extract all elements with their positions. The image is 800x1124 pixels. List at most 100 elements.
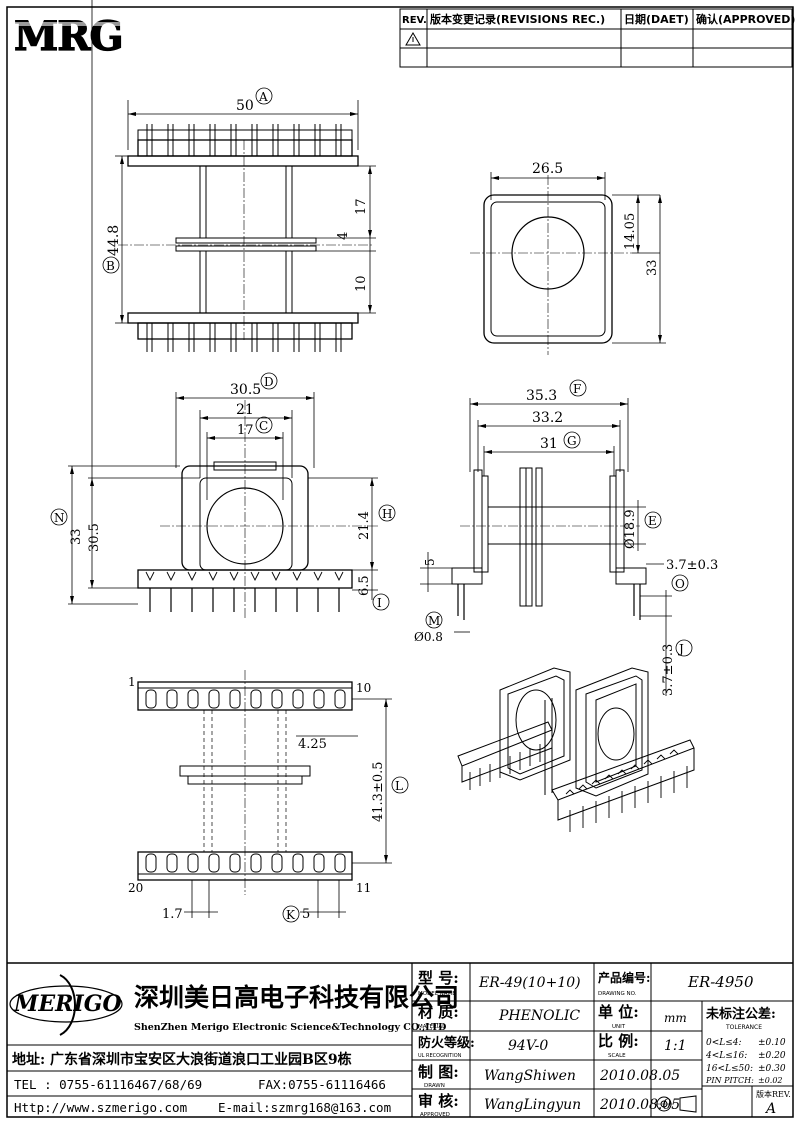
dim-4-25: 4.25: [298, 737, 327, 752]
callout-i: [372, 593, 390, 611]
label-j: J: [677, 642, 684, 656]
merigo-logo: MERIGO: [9, 974, 123, 1036]
callout-n: [50, 508, 68, 526]
dim-33-front: 33: [69, 528, 84, 545]
top-pins-upper: [137, 124, 353, 157]
dim-4: 4: [336, 232, 351, 240]
isometric-view: [457, 667, 695, 832]
version-value: A: [764, 1101, 776, 1117]
dim-14-05: 14.05: [623, 213, 638, 250]
dim-height-44-8: 44.8: [106, 225, 122, 256]
company-address: 地址: 广东省深圳市宝安区大浪街道浪口工业园B区9栋: [12, 1051, 352, 1068]
revision-warning-icon: [405, 32, 421, 46]
company-email: E-mail:szmrg168@163.com: [218, 1100, 391, 1115]
dim-3-7-j: 3.7±0.3: [661, 644, 676, 696]
dim-21: 21: [236, 402, 254, 418]
dim-41-3: 41.3±0.5: [371, 761, 386, 822]
logo-text: MRG: [14, 13, 123, 60]
approved-value: WangLingyun: [484, 1097, 581, 1113]
tolerance-range-4: PIN PITCH:: [705, 1076, 754, 1085]
label-f: F: [573, 382, 581, 396]
mrg-logo: MRG: [12, 12, 138, 61]
version-label: 版本REV.: [756, 1089, 791, 1099]
sheet-border: [6, 6, 794, 1118]
label-k: K: [286, 908, 296, 922]
pin-1-label: 1: [128, 675, 136, 689]
callout-j: [675, 639, 693, 657]
drawn-sublabel: DRAWN: [424, 1083, 445, 1089]
callout-a: [255, 87, 273, 105]
callout-m: [425, 611, 443, 629]
pin-20-label: 20: [128, 881, 143, 895]
label-o: O: [675, 577, 685, 591]
tolerance-value-2: ±0.20: [758, 1051, 786, 1061]
drawing-no-sublabel: DRAWING NO.: [598, 991, 637, 997]
tolerance-range-1: 0<L≤4:: [706, 1038, 742, 1048]
scale-sublabel: SCALE: [608, 1053, 626, 1059]
label-b: B: [106, 259, 115, 273]
company-fax: FAX:0755-61116466: [258, 1077, 386, 1092]
approved-header: 确认(APPROVED): [696, 12, 795, 26]
callout-c: [255, 416, 273, 434]
projection-symbol-icon: [654, 1095, 697, 1113]
dim-3-7-o: 3.7±0.3: [666, 558, 718, 573]
dim-33-side: 33: [645, 259, 660, 276]
dim-5-section: 5: [423, 558, 437, 566]
dim-33-2: 33.2: [532, 410, 563, 426]
dim-6-5: 6.5: [357, 575, 372, 596]
tolerance-value-3: ±0.30: [758, 1064, 786, 1074]
callout-k: [282, 905, 300, 923]
company-name-cn: 深圳美日高电子科技有限公司: [134, 983, 459, 1012]
label-g: G: [567, 434, 577, 448]
company-name-en: ShenZhen Merigo Electronic Science&Techn…: [134, 1022, 446, 1033]
tolerance-title: 未标注公差:: [705, 1006, 776, 1022]
rev-header: REV.: [402, 15, 427, 26]
dim-1-7: 1.7: [162, 907, 183, 922]
approved-label: 审 核:: [418, 1092, 459, 1110]
drawn-date: 2010.08.05: [599, 1068, 680, 1084]
pin-10-label: 10: [356, 681, 371, 695]
company-web: Http://www.szmerigo.com: [14, 1100, 187, 1115]
dim-30-5-top: 30.5: [230, 382, 261, 398]
callout-e: [644, 511, 662, 529]
tolerance-value-1: ±0.10: [758, 1038, 786, 1048]
unit-label: 单 位:: [598, 1003, 639, 1021]
callout-g: [563, 431, 581, 449]
flame-label: 防火等级:: [418, 1035, 475, 1051]
drawn-label: 制 图:: [418, 1063, 459, 1081]
model-value: ER-49(10+10): [478, 975, 581, 991]
callout-l: [391, 776, 409, 794]
callout-f: [569, 379, 587, 397]
dim-dia-18-9: Ø18.9: [623, 509, 638, 549]
dim-31: 31: [540, 436, 558, 452]
flame-sublabel: UL RECOGNITION: [418, 1053, 462, 1059]
top-view: 50 A 44.8 B 17 4 10: [102, 87, 376, 352]
revision-record-header: 版本变更记录(REVISIONS REC.): [430, 12, 605, 26]
unit-sublabel: UNIT: [612, 1024, 626, 1030]
material-sublabel: MATERIAL: [418, 1024, 446, 1030]
callout-h: [378, 504, 396, 522]
dim-21-4: 21.4: [357, 511, 372, 540]
label-d: D: [264, 375, 274, 389]
label-m: M: [428, 614, 440, 628]
dim-17: 17: [354, 198, 369, 215]
title-block: MERIGO 深圳美日高电子科技有限公司 ShenZhen Merigo Ele…: [7, 962, 793, 1118]
side-view: 26.5 14.05 33: [470, 161, 666, 355]
material-value: PHENOLIC: [498, 1008, 580, 1024]
scale-value: 1:1: [664, 1038, 687, 1054]
label-e: E: [648, 514, 657, 528]
tolerance-value-4: ±0.02: [758, 1076, 783, 1085]
dim-26-5: 26.5: [532, 161, 563, 177]
dim-10: 10: [354, 275, 369, 292]
front-view: 30.5 D 21 17 C 33 N 30.5: [50, 0, 396, 618]
dim-30-5-left: 30.5: [87, 523, 102, 552]
tolerance-range-3: 16<L≤50:: [706, 1064, 753, 1074]
approved-sublabel: APPROVED: [420, 1112, 450, 1118]
tolerance-sublabel: TOLERANCE: [725, 1024, 762, 1031]
label-i: I: [377, 596, 382, 610]
dim-17-front: 17: [237, 423, 254, 438]
material-label: 材 质:: [418, 1003, 459, 1021]
callout-d: [260, 372, 278, 390]
callout-b: [102, 256, 120, 274]
